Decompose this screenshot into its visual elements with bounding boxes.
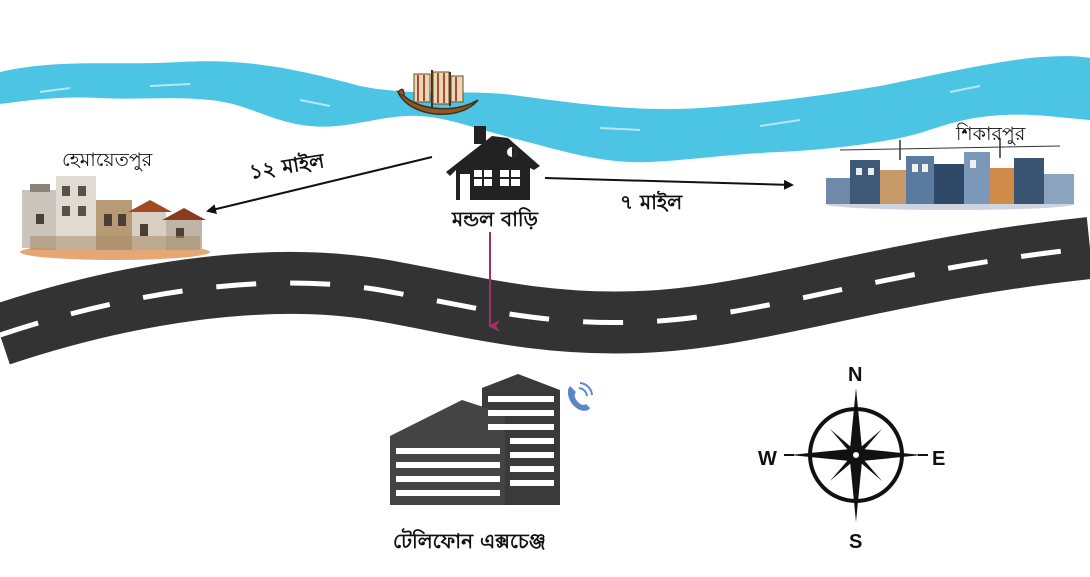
road xyxy=(0,217,1090,365)
phone-icon xyxy=(562,381,594,413)
house-icon xyxy=(446,126,540,200)
compass-north-label: N xyxy=(848,364,863,386)
compass-east-label: E xyxy=(932,448,946,470)
office-building-icon xyxy=(390,374,560,505)
sailboat-icon xyxy=(396,70,479,116)
distance-to-shikarpur: ৭ মাইল xyxy=(620,190,683,214)
arrow-to-hemayetpur xyxy=(206,156,433,214)
label-hemayetpur: হেমায়েতপুর xyxy=(62,149,153,171)
shikarpur-town xyxy=(825,138,1075,210)
compass-icon xyxy=(784,388,928,522)
hemayetpur-village xyxy=(20,176,210,260)
arrow-to-shikarpur xyxy=(544,177,794,190)
label-mondol-bari: মন্ডল বাড়ি xyxy=(452,207,538,231)
river xyxy=(0,56,1090,163)
label-telephone-exchange: টেলিফোন এক্সচেঞ্জ xyxy=(393,529,546,553)
label-shikarpur: শিকারপুর xyxy=(956,123,1026,145)
compass-south-label: S xyxy=(849,531,863,553)
compass-west-label: W xyxy=(758,448,777,470)
